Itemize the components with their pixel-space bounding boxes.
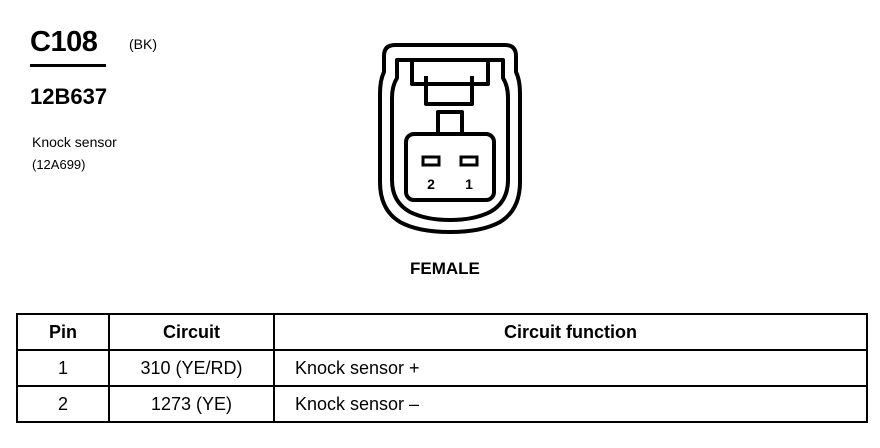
cell-circuit: 1273 (YE) (108, 385, 275, 423)
header-circuit-function: Circuit function (273, 313, 868, 351)
connector-face-diagram: 2 1 (378, 43, 522, 234)
housing-inner-outline (390, 58, 510, 222)
component-name: Knock sensor (32, 134, 117, 150)
latch-outline (410, 62, 490, 86)
component-part-number: (12A699) (32, 157, 86, 172)
header-circuit: Circuit (108, 313, 275, 351)
table-header-row: Pin Circuit Circuit function (16, 313, 868, 351)
gender-label: FEMALE (410, 259, 480, 278)
title-underline (30, 64, 106, 67)
housing-outer-outline (378, 43, 522, 234)
cell-pin: 2 (16, 385, 110, 423)
cell-circuit-function: Knock sensor + (273, 349, 868, 387)
connector-color-code: (BK) (129, 36, 157, 52)
table-row: 2 1273 (YE) Knock sensor – (16, 385, 868, 423)
latch-inner (424, 76, 474, 106)
latch-tab (436, 110, 464, 136)
pin-1-label: 1 (465, 176, 473, 192)
cell-pin: 1 (16, 349, 110, 387)
connector-id: C108 (30, 26, 98, 58)
pin-cavity (404, 132, 496, 202)
pin-table: Pin Circuit Circuit function 1 310 (YE/R… (16, 313, 868, 423)
table-row: 1 310 (YE/RD) Knock sensor + (16, 349, 868, 387)
pin-1-terminal (459, 155, 479, 167)
part-number: 12B637 (30, 84, 108, 109)
pin-2-terminal (421, 155, 441, 167)
cell-circuit-function: Knock sensor – (273, 385, 868, 423)
pin-2-label: 2 (427, 176, 435, 192)
header-pin: Pin (16, 313, 110, 351)
cell-circuit: 310 (YE/RD) (108, 349, 275, 387)
